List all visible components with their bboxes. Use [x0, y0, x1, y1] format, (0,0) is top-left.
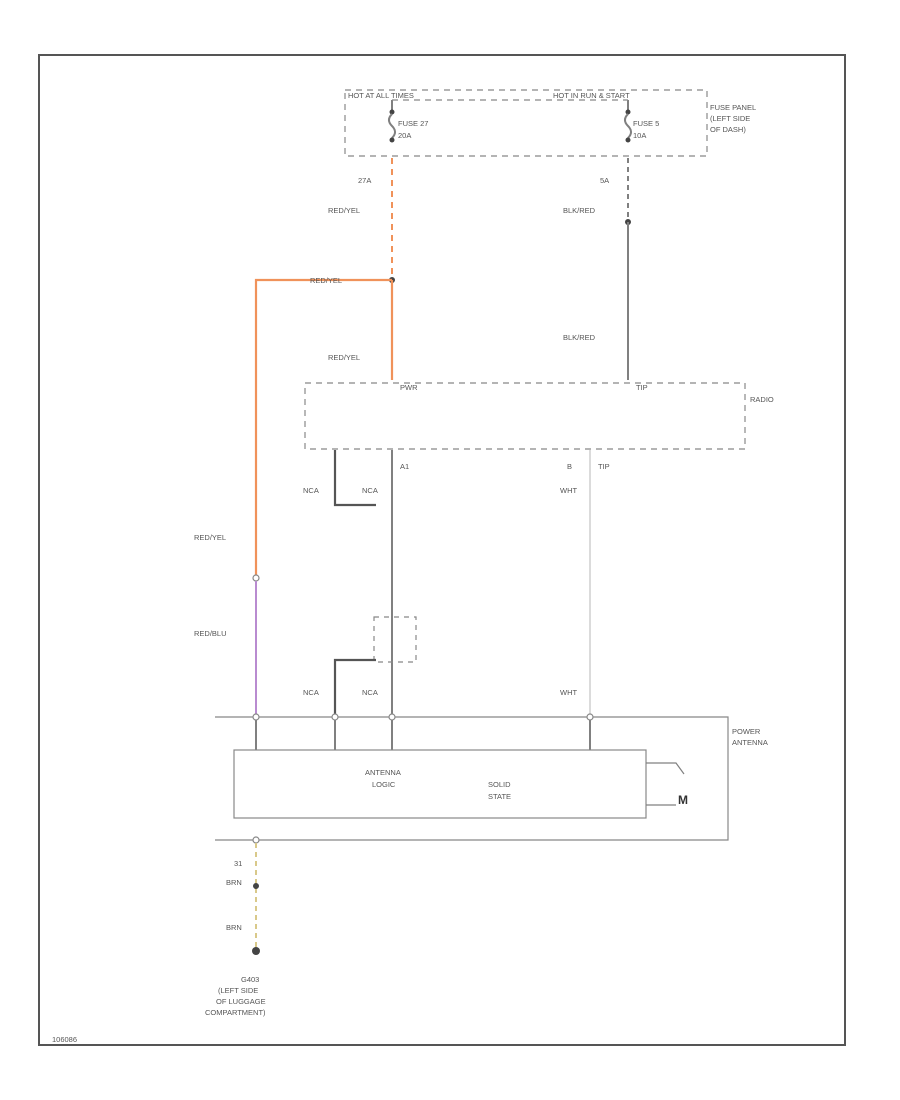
nca-label-2: NCA	[362, 486, 378, 495]
ground-pin-label: 31	[234, 859, 242, 868]
fuse-panel-label-3: OF DASH)	[710, 125, 746, 134]
ground-point-icon	[252, 947, 260, 955]
antenna-logic-label-2: LOGIC	[372, 780, 396, 789]
ground-label-4: COMPARTMENT)	[205, 1008, 266, 1017]
ground-pin	[252, 836, 260, 844]
red-blu-label: RED/BLU	[194, 629, 227, 638]
power-antenna-label-1: POWER	[732, 727, 761, 736]
diagram-frame	[38, 54, 846, 1046]
radio-label: RADIO	[750, 395, 774, 404]
antenna-pin-1	[252, 713, 260, 721]
inline-connector-box	[373, 616, 417, 663]
brn-label-2: BRN	[226, 923, 242, 932]
nca-wire-lower-left	[333, 658, 376, 715]
radio-box	[304, 382, 746, 450]
antenna-pin-4	[586, 713, 594, 721]
motor-switch-symbol	[646, 762, 685, 775]
pin-27a-label: 27A	[358, 176, 371, 185]
fuse-27-symbol	[388, 100, 396, 143]
ground-label-3: OF LUGGAGE	[216, 997, 266, 1006]
wht-label-1: WHT	[560, 486, 577, 495]
brn-label-1: BRN	[226, 878, 242, 887]
red-yel-label-4: RED/YEL	[194, 533, 226, 542]
hot-in-run-start-label: HOT IN RUN & START	[553, 91, 630, 100]
red-yel-label-3: RED/YEL	[328, 353, 360, 362]
solid-state-label-1: SOLID	[488, 780, 511, 789]
brn-splice	[253, 883, 259, 889]
nca-label-3: NCA	[303, 688, 319, 697]
fuse-27-label: FUSE 27	[398, 119, 428, 128]
antenna-pin-2	[331, 713, 339, 721]
power-antenna-label-2: ANTENNA	[732, 738, 768, 747]
nca-wire-upper-left	[333, 450, 376, 507]
blk-red-label-1: BLK/RED	[563, 206, 596, 215]
antenna-logic-label-1: ANTENNA	[365, 768, 401, 777]
red-wire-connector	[252, 574, 260, 582]
antenna-pin-3	[388, 713, 396, 721]
nca-label-4: NCA	[362, 688, 378, 697]
power-antenna-box	[215, 716, 729, 841]
fuse-5-symbol	[624, 100, 632, 143]
wht-label-2: WHT	[560, 688, 577, 697]
figure-id: 106086	[52, 1035, 77, 1044]
radio-pin-tip-bottom: TIP	[598, 462, 610, 471]
motor-icon: M	[678, 793, 688, 807]
nca-label-1: NCA	[303, 486, 319, 495]
fuse-panel-label-2: (LEFT SIDE	[710, 114, 750, 123]
pin-5a-label: 5A	[600, 176, 609, 185]
hot-at-all-times-label: HOT AT ALL TIMES	[348, 91, 414, 100]
solid-state-label-2: STATE	[488, 792, 511, 801]
radio-pin-b: B	[567, 462, 572, 471]
fuse-5-rating: 10A	[633, 131, 646, 140]
red-yel-label-2: RED/YEL	[310, 276, 342, 285]
fuse-panel-label-1: FUSE PANEL	[710, 103, 756, 112]
red-yel-label-1: RED/YEL	[328, 206, 360, 215]
radio-pin-pwr: PWR	[400, 383, 418, 392]
fuse-27-rating: 20A	[398, 131, 411, 140]
ground-label-2: (LEFT SIDE	[218, 986, 258, 995]
ground-label-1: G403	[241, 975, 259, 984]
fuse-5-label: FUSE 5	[633, 119, 659, 128]
red-yel-wire-branch	[254, 278, 392, 575]
blk-red-label-2: BLK/RED	[563, 333, 596, 342]
fuse-panel-box	[344, 89, 708, 157]
radio-pin-a1: A1	[400, 462, 409, 471]
antenna-logic-box	[233, 749, 647, 819]
radio-pin-tip-top: TIP	[636, 383, 648, 392]
